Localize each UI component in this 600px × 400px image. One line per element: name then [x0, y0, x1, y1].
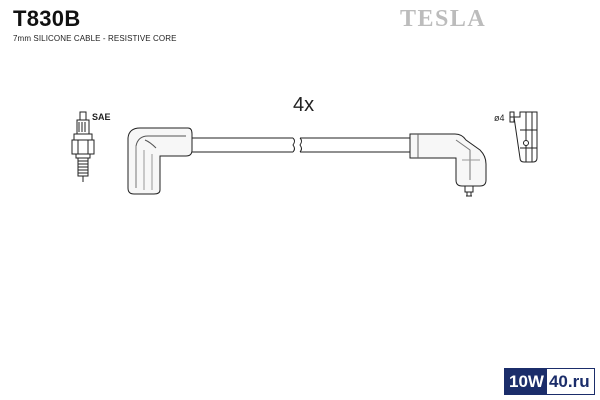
terminal-size-label: ø4 — [494, 113, 505, 123]
watermark-right: 40.ru — [546, 369, 594, 394]
straight-boot-icon — [127, 127, 193, 195]
cable — [192, 137, 410, 153]
watermark-left: 10W — [505, 369, 547, 394]
watermark-logo: 10W 40.ru — [504, 368, 595, 395]
plug-type-label: SAE — [92, 112, 111, 122]
quantity-label: 4x — [293, 94, 315, 116]
cable-spec-subtitle: 7mm SILICONE CABLE - RESISTIVE CORE — [13, 34, 177, 43]
angled-boot-icon — [409, 133, 487, 197]
part-number: T830B — [13, 6, 81, 31]
spark-plug-icon — [71, 111, 95, 182]
terminal-connector-icon — [509, 111, 538, 163]
brand-logo: TESLA — [400, 6, 487, 32]
